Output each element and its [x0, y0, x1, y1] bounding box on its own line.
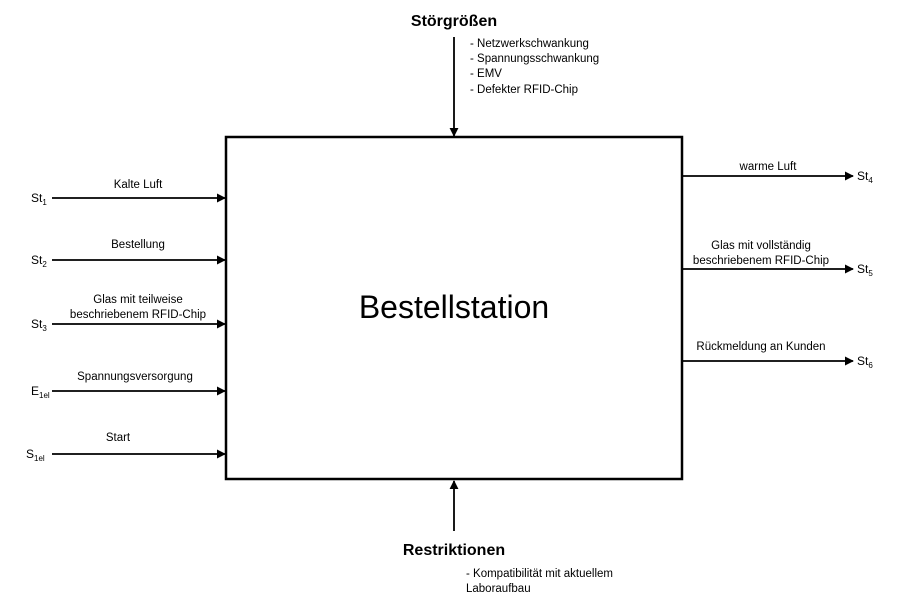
- output-label: beschriebenem RFID-Chip: [693, 255, 829, 267]
- input-flow-3: Glas mit teilweise beschriebenem RFID-Ch…: [31, 294, 226, 333]
- system-block: [224, 135, 684, 481]
- output-flow-4: warme Luft St4: [683, 161, 873, 185]
- input-flow-2: Bestellung St2: [31, 239, 226, 269]
- input-flow-5: Start S1el: [26, 432, 226, 463]
- disturbance-item: - Netzwerkschwankung: [470, 38, 589, 50]
- output-symbol: St4: [857, 169, 873, 185]
- input-label: Bestellung: [111, 239, 165, 251]
- input-symbol: S1el: [26, 447, 45, 463]
- input-symbol: St1: [31, 191, 47, 207]
- output-label: Rückmeldung an Kunden: [696, 341, 825, 353]
- input-flow-4: Spannungsversorgung E1el: [31, 371, 226, 400]
- system-title: Bestellstation: [359, 289, 549, 325]
- restrictions-list: - Kompatibilität mit aktuellem Laboraufb…: [466, 568, 613, 595]
- input-symbol: E1el: [31, 384, 50, 400]
- input-label: Kalte Luft: [114, 179, 163, 191]
- output-symbol: St5: [857, 262, 873, 278]
- input-label: beschriebenem RFID-Chip: [70, 309, 206, 321]
- input-label: Start: [106, 432, 131, 444]
- restrictions-heading: Restriktionen: [403, 542, 505, 559]
- disturbance-item: - Spannungsschwankung: [470, 53, 599, 65]
- disturbances-heading: Störgrößen: [411, 13, 497, 30]
- disturbance-item: - EMV: [470, 68, 502, 80]
- output-label: warme Luft: [739, 161, 798, 173]
- output-flow-6: Rückmeldung an Kunden St6: [683, 341, 873, 370]
- output-symbol: St6: [857, 354, 873, 370]
- output-flow-5: Glas mit vollständig beschriebenem RFID-…: [683, 240, 873, 278]
- restriction-item: - Kompatibilität mit aktuellem: [466, 568, 613, 580]
- disturbances-list: - Netzwerkschwankung - Spannungsschwanku…: [470, 38, 599, 96]
- input-label: Glas mit teilweise: [93, 294, 182, 306]
- input-symbol: St3: [31, 317, 47, 333]
- restriction-item: Laboraufbau: [466, 583, 531, 595]
- input-flow-1: Kalte Luft St1: [31, 179, 226, 207]
- input-label: Spannungsversorgung: [77, 371, 193, 383]
- input-symbol: St2: [31, 253, 47, 269]
- output-label: Glas mit vollständig: [711, 240, 811, 252]
- disturbance-item: - Defekter RFID-Chip: [470, 84, 578, 96]
